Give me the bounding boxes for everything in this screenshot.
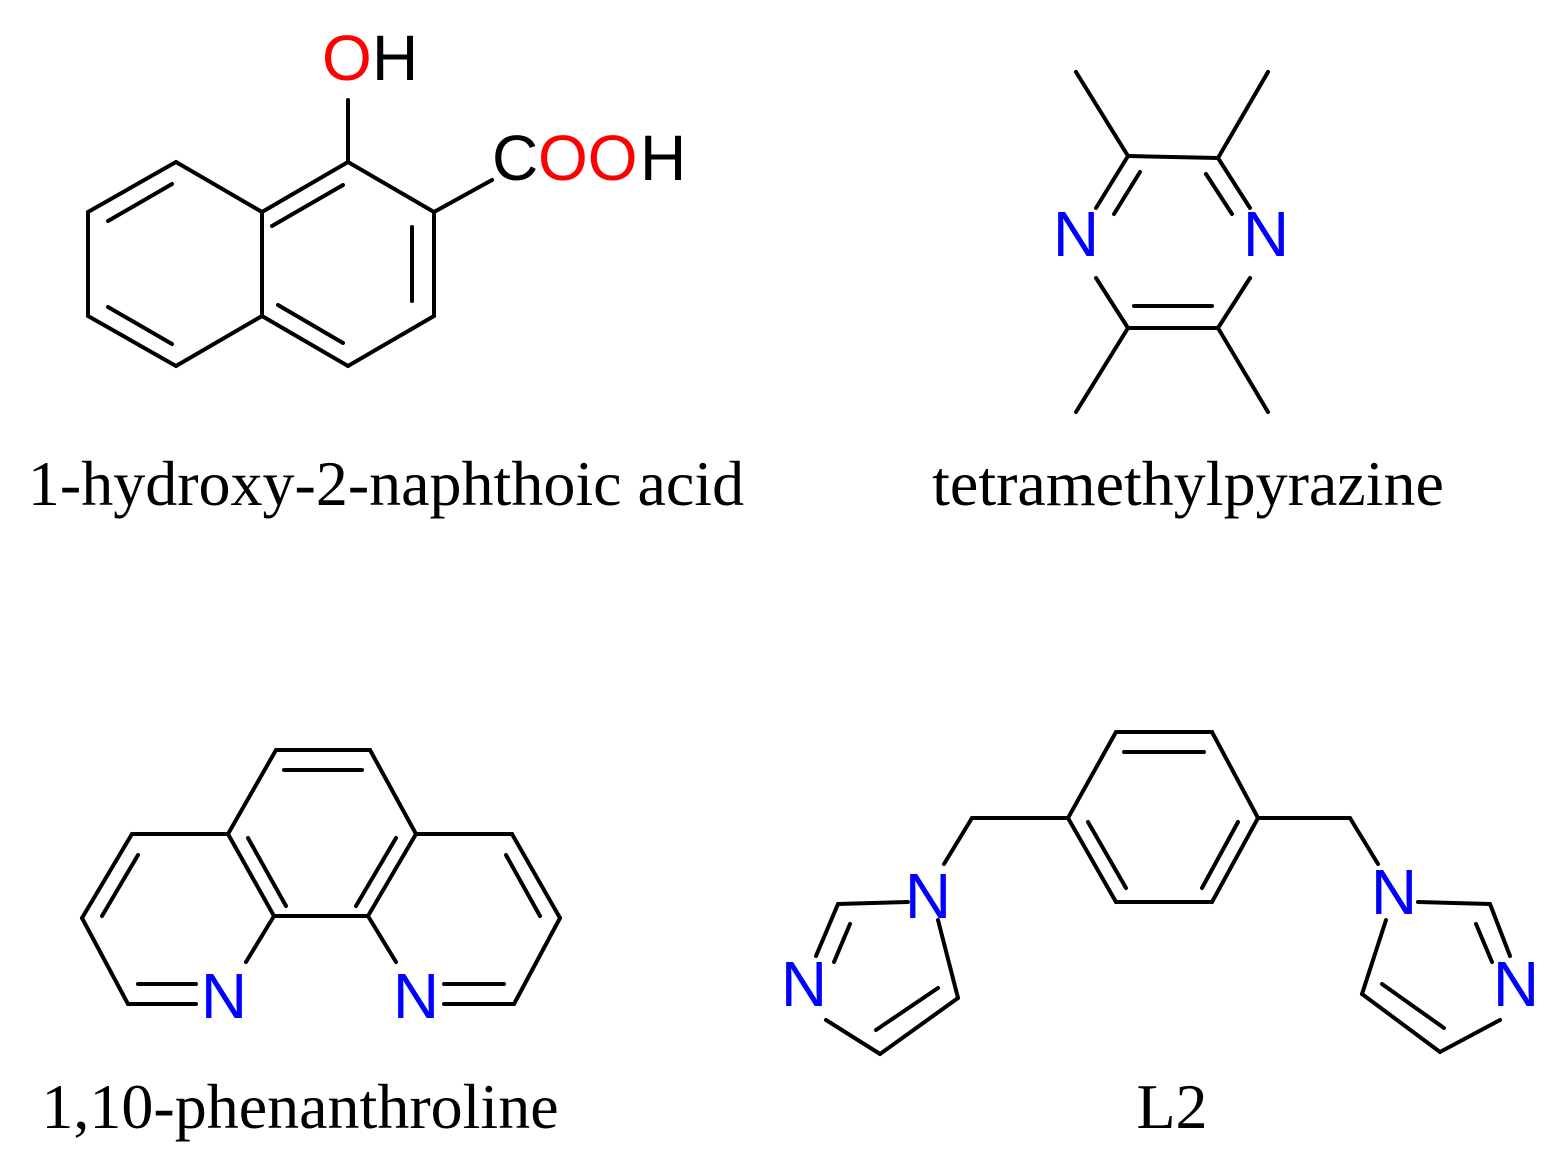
- hydroxyl-oxygen-label: O: [322, 22, 372, 94]
- pyrazine-nitrogen-right-label: N: [1243, 198, 1289, 270]
- L2-imidazole-nitrogen-left-top-label: N: [905, 860, 951, 932]
- molecule-name-phenanthroline: 1,10-phenanthroline: [41, 1071, 558, 1142]
- carboxyl-carbon-label: C: [492, 122, 538, 194]
- carboxyl-oxygen-label: OO: [538, 122, 638, 194]
- molecule-L2: N N N N L2: [781, 730, 1539, 1142]
- phenanthroline-bonds: [80, 748, 562, 1006]
- molecule-tetramethylpyrazine: N N tetramethylpyrazine: [932, 70, 1444, 519]
- L2-imidazole-nitrogen-left-bottom-label: N: [781, 948, 827, 1020]
- hydroxyl-hydrogen-label: H: [372, 22, 418, 94]
- molecule-name-L2: L2: [1136, 1071, 1207, 1142]
- pyrazine-nitrogen-left-label: N: [1053, 198, 1099, 270]
- L2-imidazole-nitrogen-right-bottom-label: N: [1493, 948, 1539, 1020]
- naphthalene-bonds: [86, 98, 494, 368]
- molecule-1-10-phenanthroline: N N 1,10-phenanthroline: [41, 748, 562, 1142]
- L2-bonds: [814, 730, 1512, 1056]
- molecule-name-tetramethylpyrazine: tetramethylpyrazine: [932, 448, 1444, 519]
- carboxyl-hydrogen-label: H: [640, 122, 686, 194]
- L2-imidazole-nitrogen-right-top-label: N: [1371, 856, 1417, 928]
- molecule-name-naphthoic: 1-hydroxy-2-naphthoic acid: [28, 448, 744, 519]
- phenanthroline-nitrogen-left-label: N: [201, 960, 247, 1032]
- phenanthroline-nitrogen-right-label: N: [393, 960, 439, 1032]
- pyrazine-bonds: [1074, 70, 1270, 414]
- molecule-1-hydroxy-2-naphthoic-acid: O H C OO H 1-hydroxy-2-naphthoic acid: [28, 22, 744, 519]
